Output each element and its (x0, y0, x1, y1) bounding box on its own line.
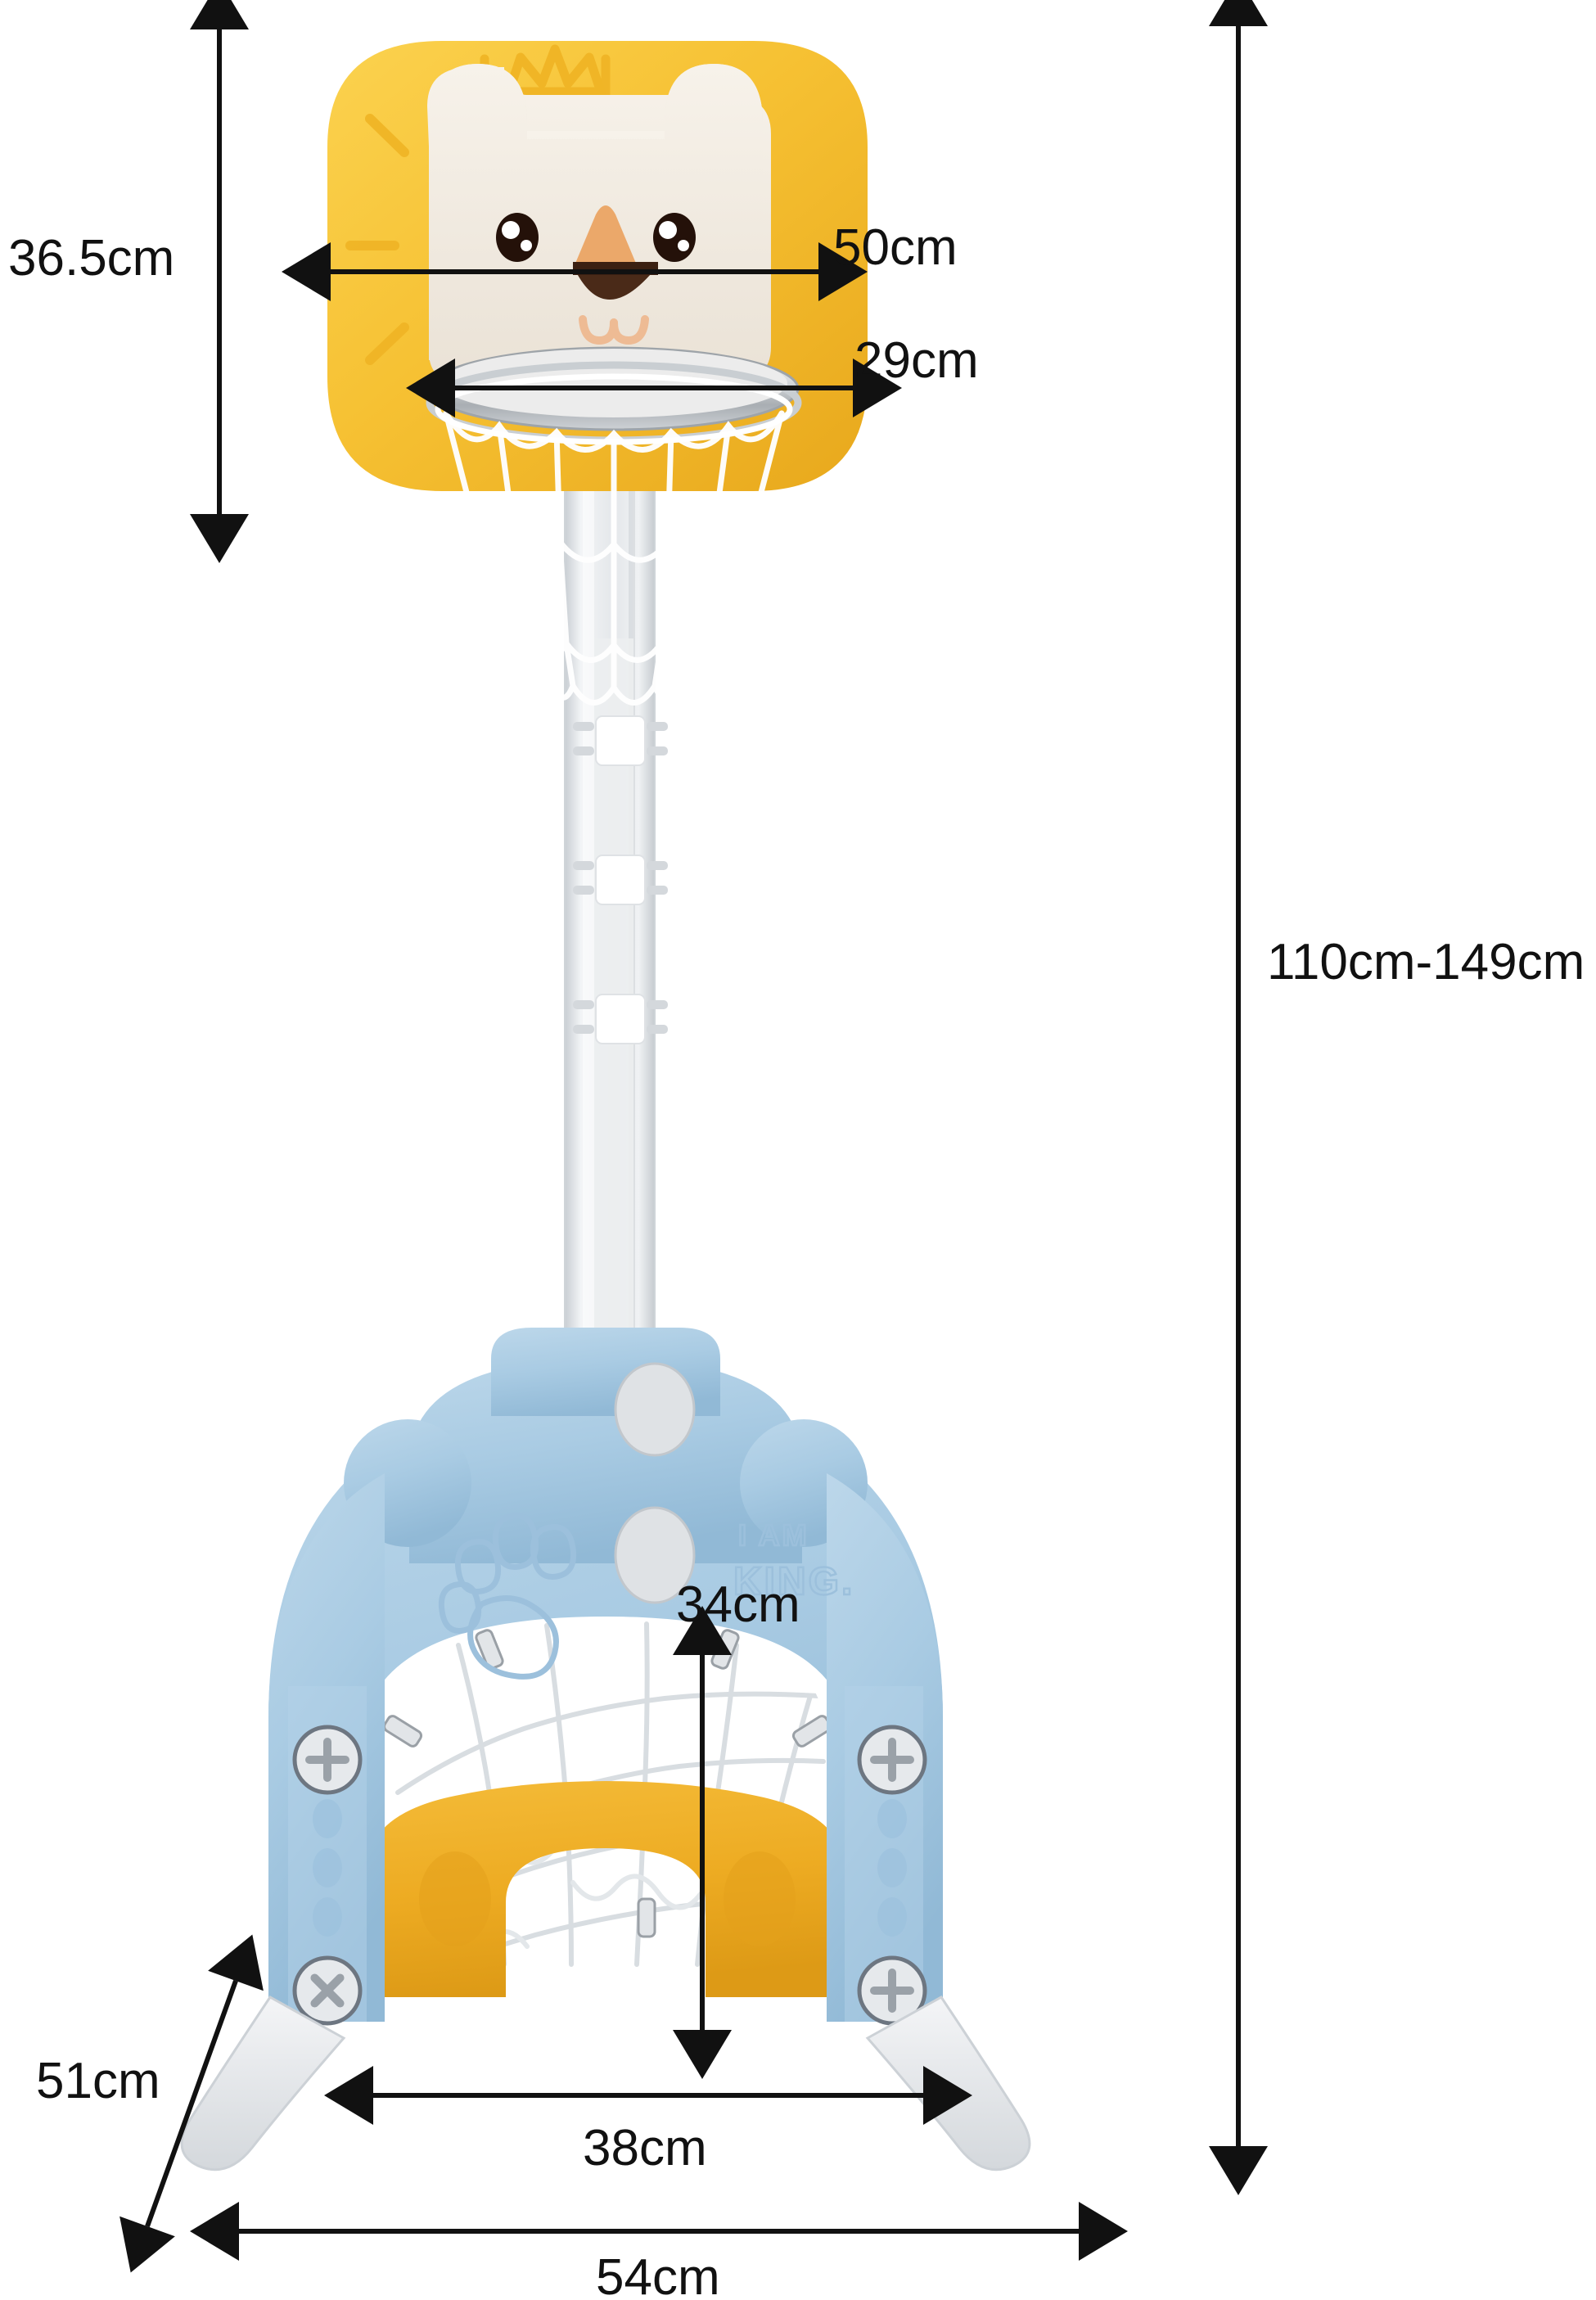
lion-chin-mark (579, 315, 649, 345)
adjustable-pole (564, 458, 668, 1376)
base-knobs (614, 1362, 696, 1604)
dim-label-goal-height: 34cm (676, 1576, 800, 1633)
leg-dimples (313, 1799, 907, 1937)
dim-label-total-height: 110cm-149cm (1267, 934, 1585, 990)
base-screws (292, 1725, 927, 2026)
base-arch (268, 1328, 943, 2022)
paw-print-icon (438, 1513, 577, 1680)
crown-icon (504, 44, 606, 97)
svg-text:I AM: I AM (738, 1518, 809, 1552)
basketball-net (443, 410, 785, 706)
dim-line-base-depth (119, 1934, 264, 2273)
dim-label-goal-width: 38cm (583, 2120, 707, 2176)
dim-label-backboard-width: 50cm (833, 219, 958, 276)
pole-adjustment-holes (595, 715, 646, 1044)
dim-label-hoop-diameter: 29cm (854, 332, 979, 389)
dim-label-base-depth: 51cm (36, 2053, 160, 2109)
svg-text:KING.: KING. (733, 1560, 854, 1603)
embossed-slogan: I AM KING. (733, 1518, 854, 1605)
dim-label-backboard-height: 36.5cm (8, 230, 175, 286)
dim-label-base-width: 54cm (596, 2249, 720, 2300)
